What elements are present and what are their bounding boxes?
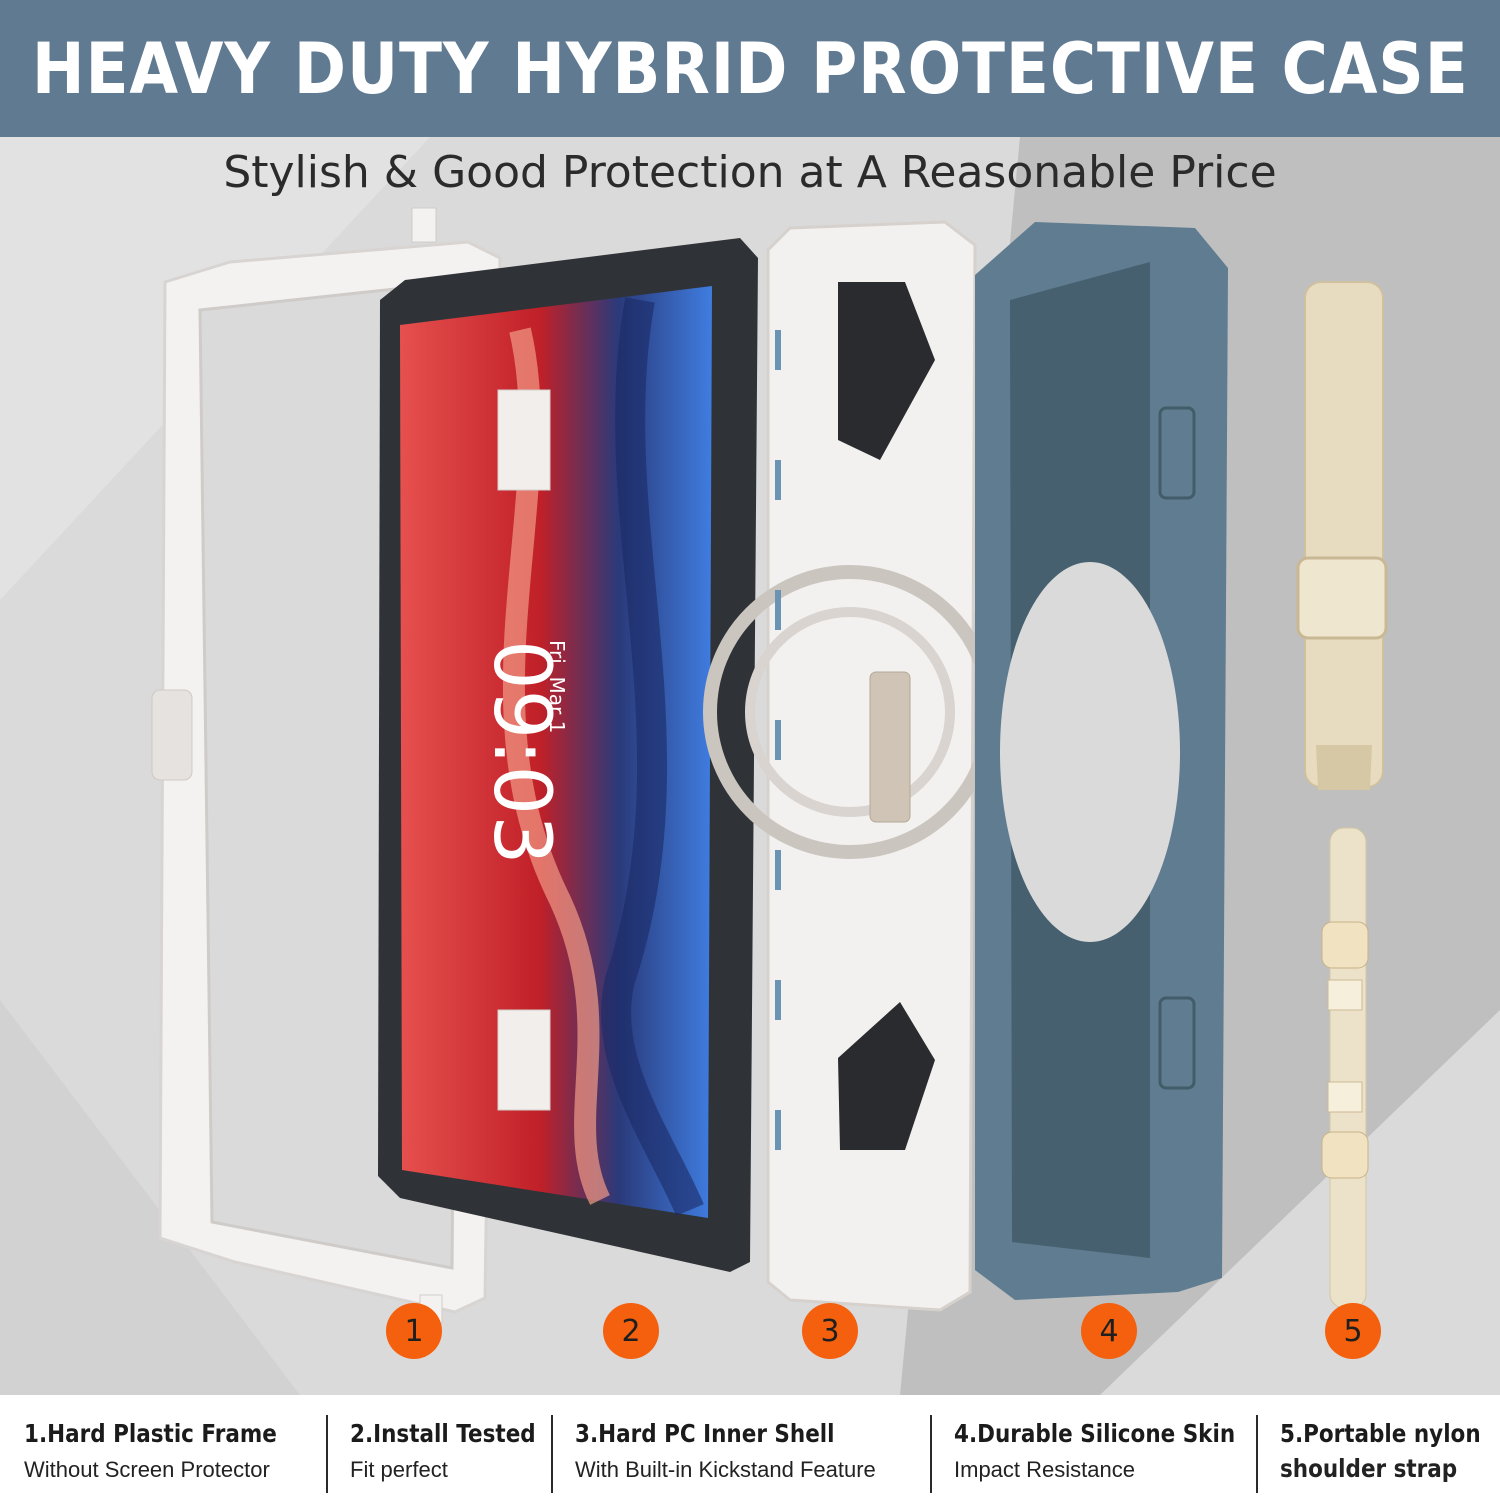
shoulder-strap [1296,281,1388,1309]
lockscreen-time: 09:03 [476,640,566,865]
feature-inner-shell: 3.Hard PC Inner Shell With Built-in Kick… [551,1395,930,1500]
feature-desc: Fit perfect [350,1457,448,1482]
feature-title: 1.Hard Plastic Frame [24,1419,277,1448]
tablet: 09:03 Fri, Mar 1 [378,238,758,1272]
feature-title: 5.Portable nylon [1280,1419,1481,1448]
badge-1: 1 [386,1303,442,1359]
badge-2: 2 [603,1303,659,1359]
feature-title: 4.Durable Silicone Skin [954,1419,1236,1448]
badge-4: 4 [1081,1303,1137,1359]
lockscreen-date: Fri, Mar 1 [545,640,569,733]
hard-pc-inner-shell [703,220,997,1312]
feature-frame: 1.Hard Plastic Frame Without Screen Prot… [0,1395,326,1500]
feature-title: 3.Hard PC Inner Shell [575,1419,835,1448]
header-banner: HEAVY DUTY HYBRID PROTECTIVE CASE [0,0,1500,137]
feature-desc: Without Screen Protector [24,1457,270,1482]
feature-desc: Impact Resistance [954,1457,1135,1482]
product-stage: 09:03 Fri, Mar 1 [0,137,1500,1395]
page-title: HEAVY DUTY HYBRID PROTECTIVE CASE [31,27,1469,110]
silicone-skin [975,222,1228,1300]
feature-strap: 5.Portable nylon shoulder strap [1256,1395,1500,1500]
feature-install: 2.Install Tested Fit perfect [326,1395,551,1500]
case-exploded-view: 09:03 Fri, Mar 1 [0,137,1500,1395]
badge-3: 3 [802,1303,858,1359]
subtitle: Stylish & Good Protection at A Reasonabl… [223,147,1277,198]
feature-desc: shoulder strap [1280,1454,1458,1483]
feature-desc: With Built-in Kickstand Feature [575,1457,876,1482]
feature-title: 2.Install Tested [350,1419,536,1448]
features-strip: 1.Hard Plastic Frame Without Screen Prot… [0,1395,1500,1500]
feature-silicone: 4.Durable Silicone Skin Impact Resistanc… [930,1395,1256,1500]
badge-5: 5 [1325,1303,1381,1359]
